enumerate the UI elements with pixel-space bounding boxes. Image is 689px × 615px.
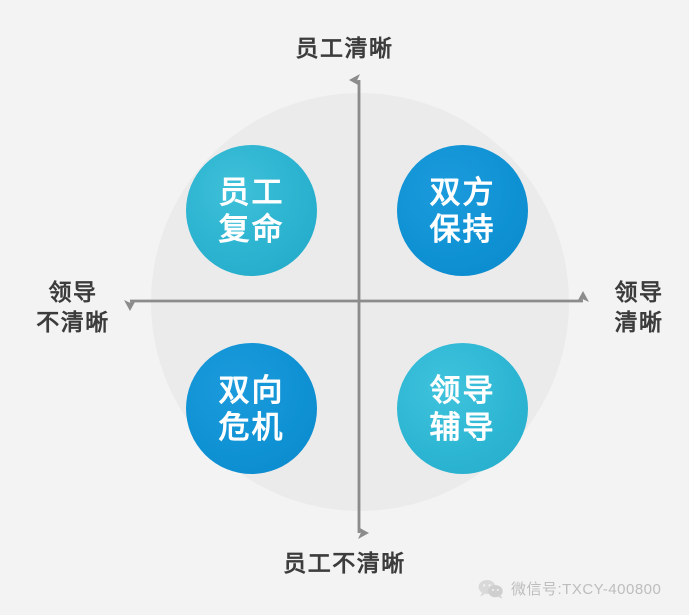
quadrant-bubble-bottom-right[interactable]: 领导 辅导 bbox=[397, 343, 528, 474]
axis-label-right-line2: 清晰 bbox=[614, 309, 664, 335]
axis-label-top: 员工清晰 bbox=[295, 35, 394, 61]
quadrant-top-right-line1: 双方 bbox=[429, 174, 496, 210]
axis-label-bottom: 员工不清晰 bbox=[283, 550, 406, 576]
quadrant-bottom-right-line1: 领导 bbox=[429, 372, 496, 408]
axis-label-left: 领导 不清晰 bbox=[18, 277, 128, 337]
axis-label-right: 领导 清晰 bbox=[592, 277, 686, 337]
quadrant-bottom-left-line1: 双向 bbox=[218, 372, 285, 408]
quadrant-bubble-top-left[interactable]: 员工 复命 bbox=[186, 145, 317, 276]
watermark-text: 微信号:TXCY-400800 bbox=[511, 581, 662, 598]
quadrant-bottom-left-line2: 危机 bbox=[218, 409, 285, 445]
quadrant-top-right-line2: 保持 bbox=[429, 211, 496, 247]
axis-label-right-line1: 领导 bbox=[614, 279, 664, 305]
quadrant-bubble-top-right[interactable]: 双方 保持 bbox=[397, 145, 528, 276]
quadrant-bottom-right-line2: 辅导 bbox=[429, 409, 496, 445]
watermark: 微信号:TXCY-400800 bbox=[478, 578, 661, 599]
axis-label-left-line2: 不清晰 bbox=[36, 309, 110, 335]
axis-label-left-line1: 领导 bbox=[48, 279, 98, 305]
quadrant-top-left-line2: 复命 bbox=[218, 211, 285, 247]
quadrant-bubble-bottom-left[interactable]: 双向 危机 bbox=[186, 343, 317, 474]
quadrant-top-left-line1: 员工 bbox=[218, 174, 285, 210]
wechat-icon bbox=[478, 579, 503, 599]
